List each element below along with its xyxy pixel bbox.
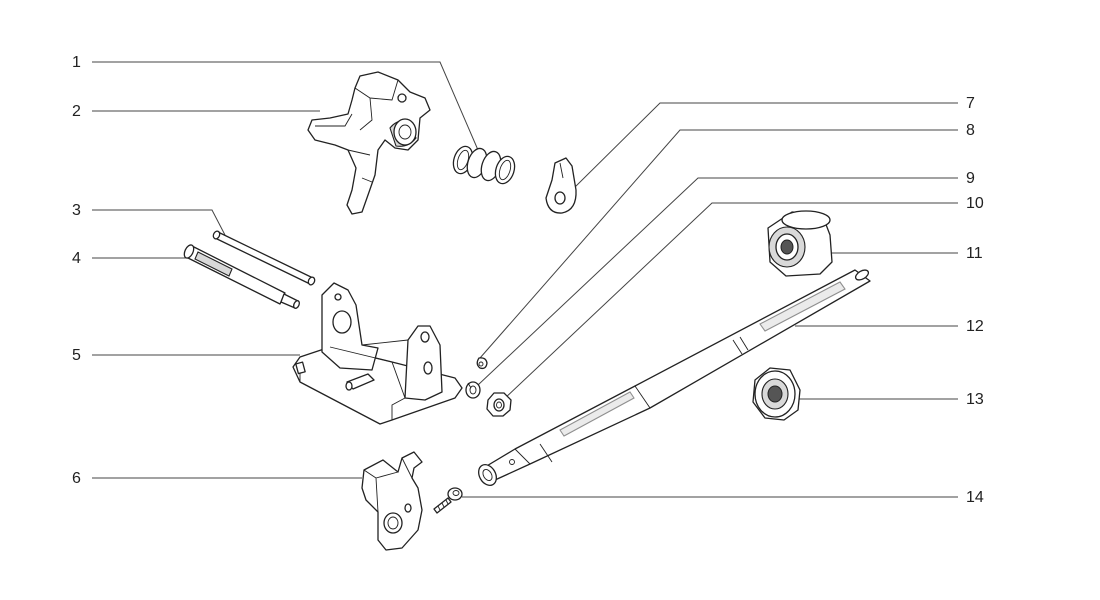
part-tab-washer bbox=[545, 157, 577, 214]
part-bracket bbox=[292, 282, 463, 425]
part-spring bbox=[452, 145, 516, 185]
callout-9: 9 bbox=[966, 170, 975, 187]
part-screw bbox=[433, 487, 463, 514]
callout-10: 10 bbox=[966, 195, 984, 212]
callout-13: 13 bbox=[966, 391, 984, 408]
callout-8: 8 bbox=[966, 122, 975, 139]
part-bushing bbox=[767, 210, 833, 277]
callout-11: 11 bbox=[966, 245, 983, 262]
part-split-washer bbox=[465, 381, 481, 399]
part-pin bbox=[183, 244, 300, 309]
callout-2: 2 bbox=[72, 103, 81, 120]
part-bearing bbox=[752, 367, 801, 421]
callout-3: 3 bbox=[72, 202, 81, 219]
leader-line-9 bbox=[477, 177, 958, 386]
callout-labels: 1 2 3 4 5 6 7 8 9 10 11 12 13 14 bbox=[72, 54, 984, 506]
callout-6: 6 bbox=[72, 470, 81, 487]
callout-5: 5 bbox=[72, 347, 81, 364]
leader-line-8 bbox=[479, 129, 958, 359]
part-main-shaft bbox=[478, 269, 871, 486]
part-nut bbox=[486, 392, 512, 417]
callout-1: 1 bbox=[72, 54, 81, 71]
part-circlip bbox=[476, 357, 488, 370]
leader-line-1 bbox=[92, 61, 479, 151]
leader-line-3 bbox=[92, 209, 226, 236]
leader-line-7 bbox=[571, 102, 958, 191]
part-rocker-lever bbox=[307, 71, 431, 215]
callout-7: 7 bbox=[966, 95, 975, 112]
callout-4: 4 bbox=[72, 250, 81, 267]
callout-14: 14 bbox=[966, 489, 984, 506]
leader-line-10 bbox=[502, 202, 958, 401]
callout-12: 12 bbox=[966, 318, 984, 335]
part-selector-plate bbox=[361, 451, 423, 551]
leader-lines bbox=[92, 61, 958, 498]
part-rod bbox=[212, 230, 316, 286]
